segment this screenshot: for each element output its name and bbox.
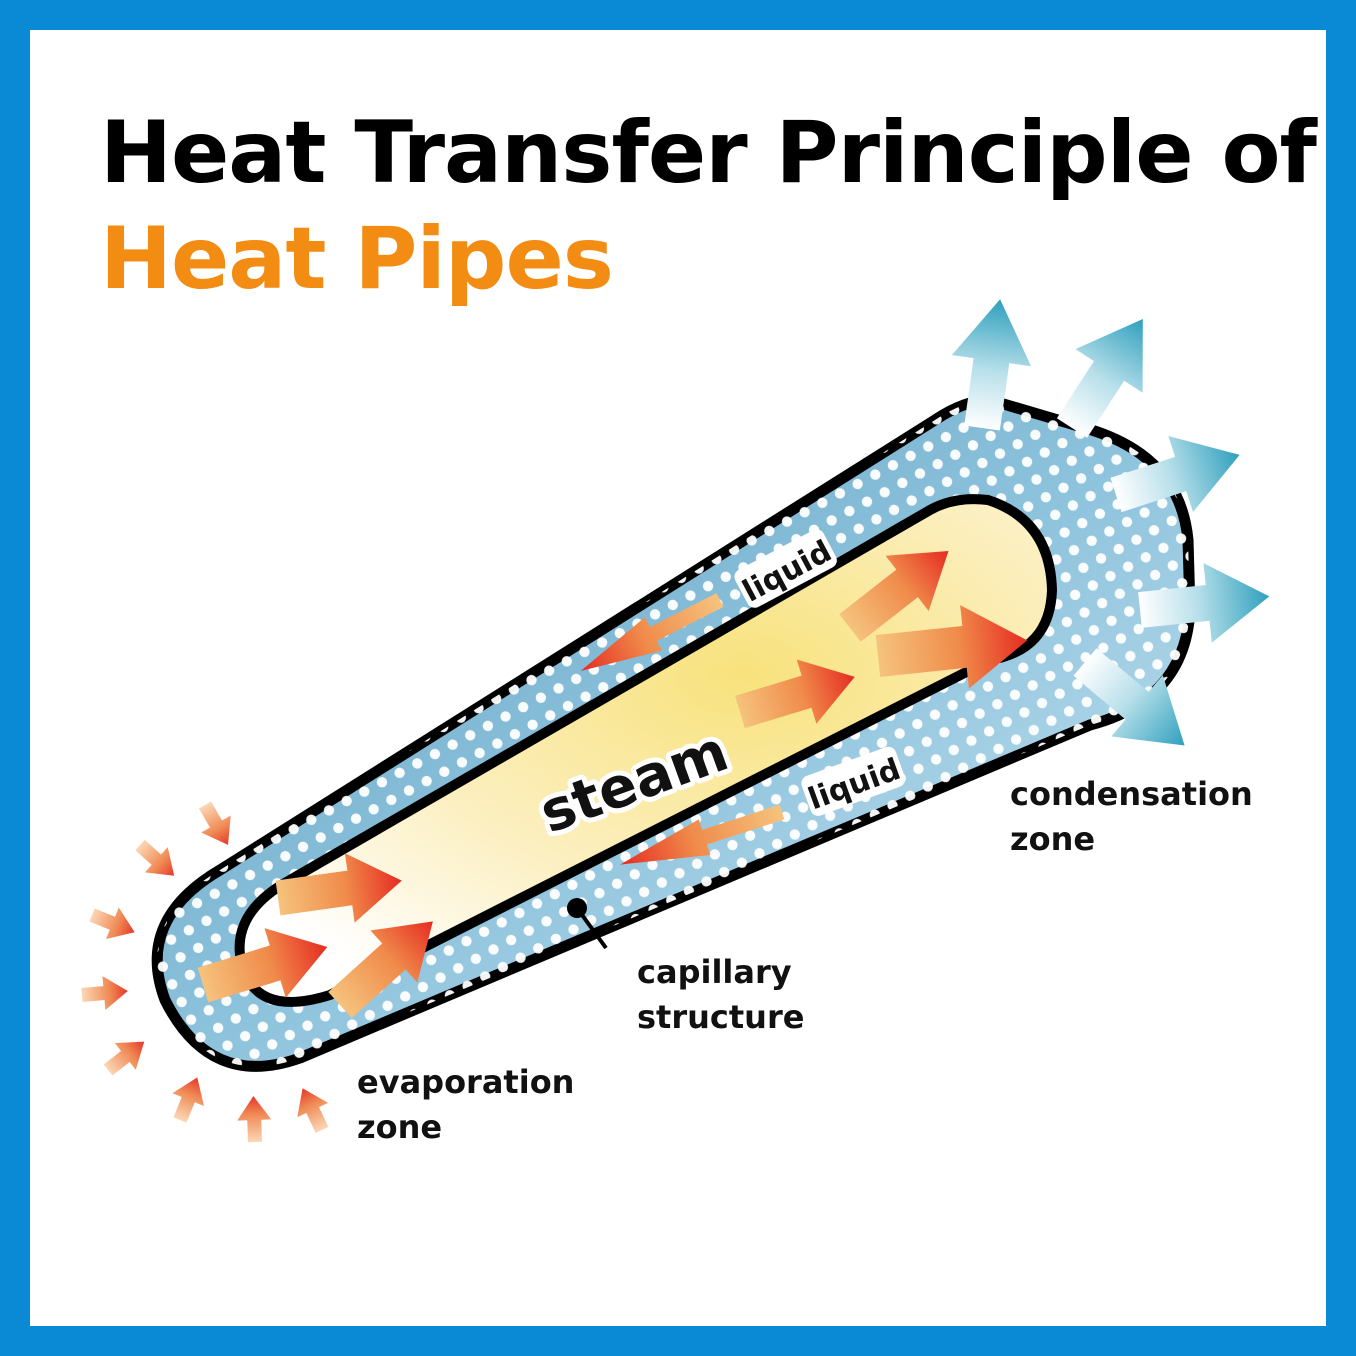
heat-in-arrow-icon — [80, 974, 130, 1012]
title-line-1: Heat Transfer Principle of — [100, 103, 1317, 203]
heat-in-arrow-icon — [128, 832, 186, 889]
condensation-zone-label: condensation zone — [1010, 775, 1253, 858]
capillary-structure-label: capillary structure — [637, 953, 805, 1036]
evaporation-zone-label: evaporation zone — [357, 1063, 575, 1146]
heat-in-arrow-icon — [97, 1028, 155, 1084]
heat-in-arrow-icon — [236, 1095, 272, 1143]
heat-in-arrow-icon — [164, 1070, 213, 1127]
heat-in-arrow-icon — [287, 1081, 338, 1138]
heat-in-arrow-icon — [190, 796, 243, 854]
diagram-title: Heat Transfer Principle of Heat Pipes — [100, 100, 1317, 312]
heat-in-arrow-icon — [85, 899, 142, 948]
capillary-pointer — [567, 898, 608, 950]
title-line-2: Heat Pipes — [100, 209, 614, 309]
